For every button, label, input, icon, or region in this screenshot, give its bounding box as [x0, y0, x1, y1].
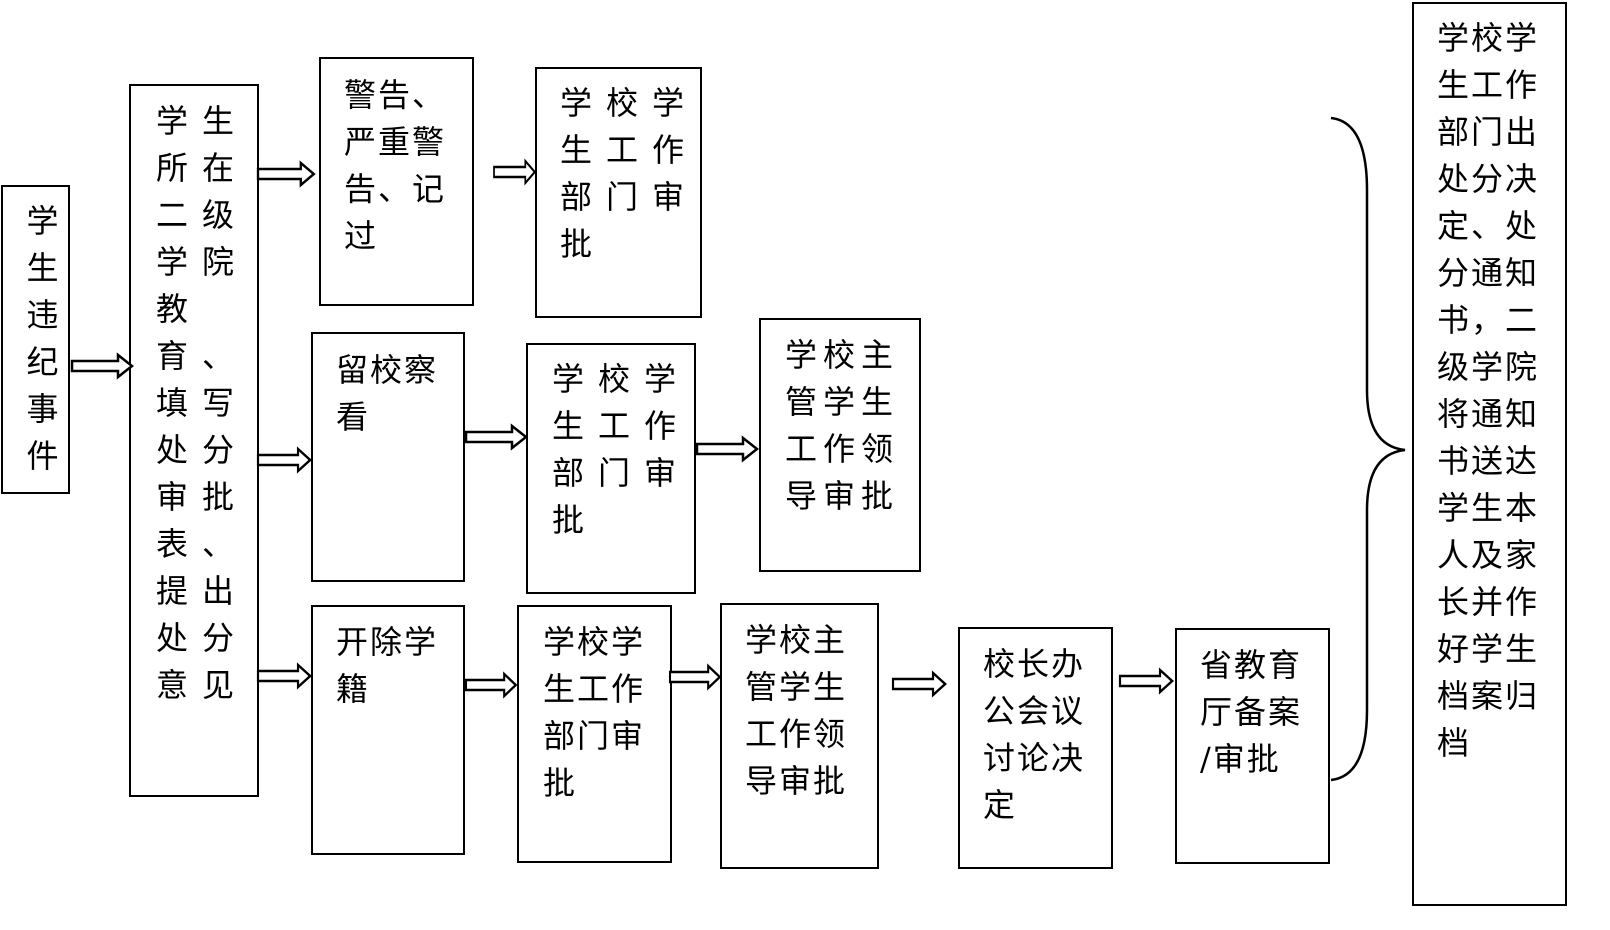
final-decision-label: 学校学 生工作 部门出 处分决 定、处 分通知 书，二 级学院 将通知 书送达 …: [1437, 19, 1540, 762]
student-violation-label: 学 生 违 纪 事 件: [26, 202, 59, 475]
expulsion-label: 开除学 籍: [336, 623, 439, 708]
arrow-opinion-to-expulsion: [256, 663, 312, 689]
probation-node: [311, 332, 465, 582]
student-violation-node: [1, 185, 70, 494]
probation-leader-node: [759, 318, 921, 572]
college-opinion-node: [129, 84, 259, 797]
arrow-expulsion-to-approval: [464, 672, 518, 698]
warning-label: 警告、 严重警 告、记 过: [344, 76, 447, 255]
college-opinion-label: 学生 所在 二级 学院 教 育、 填写 处分 审批 表、 提出 处分 意见: [156, 102, 249, 704]
expulsion-node: [311, 605, 465, 855]
arrow-president-to-province: [1118, 668, 1174, 694]
probation-leader-label: 学校主 管学生 工作领 导审批: [785, 336, 900, 515]
arrow-opinion-to-warning: [256, 161, 316, 187]
warning-approval-label: 学校学 生工作 部门审 批: [560, 84, 699, 263]
expulsion-leader-label: 学校主 管学生 工作领 导审批: [745, 621, 848, 800]
president-meeting-node: [958, 627, 1113, 869]
warning-node: [319, 57, 474, 306]
arrow-leader-to-president: [891, 671, 947, 697]
province-filing-label: 省教育 厅备案 /审批: [1200, 646, 1303, 778]
probation-label: 留校察 看: [336, 351, 439, 436]
probation-approval-label: 学校学 生工作 部门审 批: [552, 360, 691, 539]
expulsion-leader-node: [720, 603, 879, 869]
arrow-expulsion-approval-to-leader: [668, 664, 722, 690]
expulsion-approval-label: 学校学 生工作 部门审 批: [543, 623, 646, 802]
curly-brace: [1330, 116, 1406, 782]
arrow-opinion-to-probation: [256, 447, 312, 473]
president-meeting-label: 校长办 公会议 讨论决 定: [983, 645, 1086, 824]
arrow-probation-approval-to-leader: [695, 436, 759, 462]
probation-approval-node: [526, 343, 696, 594]
arrow-event-to-opinion: [70, 353, 134, 379]
final-decision-node: [1412, 2, 1567, 906]
arrow-warning-to-approval: [492, 159, 537, 185]
expulsion-approval-node: [517, 605, 672, 863]
warning-approval-node: [535, 67, 702, 318]
province-filing-node: [1175, 628, 1330, 864]
arrow-probation-to-approval: [464, 424, 528, 450]
